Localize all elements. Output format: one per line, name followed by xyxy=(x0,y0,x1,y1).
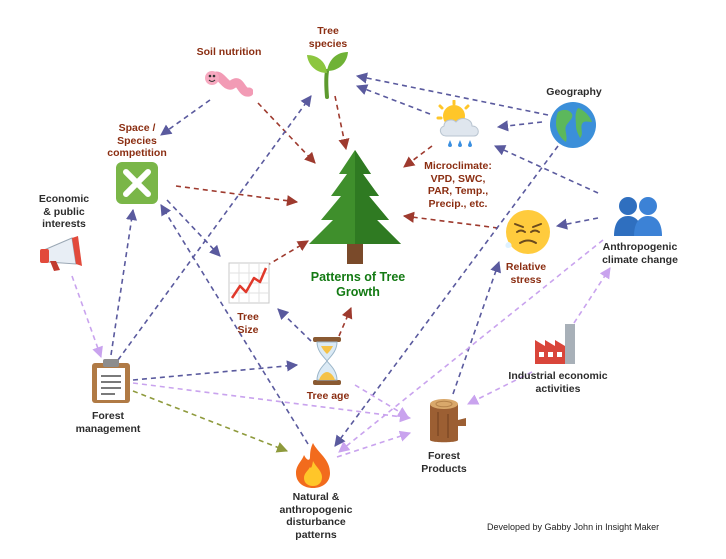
space-competition-label-line: Species xyxy=(117,134,157,147)
microclimate-label-line: Precip., etc. xyxy=(428,197,488,210)
space-competition-label-line: competition xyxy=(107,147,167,159)
clipboard-icon xyxy=(92,359,130,403)
microclimate-label: Microclimate: VPD, SWC, PAR, Temp., Prec… xyxy=(414,160,502,210)
tree-species-label-line: species xyxy=(308,37,348,50)
economic-label-line: interests xyxy=(42,218,86,230)
edge-micro-to-species xyxy=(355,84,431,115)
space-competition-label-line: Space / xyxy=(118,122,156,134)
disturbance-label-line: anthropogenic xyxy=(279,503,353,516)
economic-label-line: Economic xyxy=(38,193,90,205)
industrial-label: Industrial economic activities xyxy=(496,370,620,395)
evergreen-tree-icon xyxy=(309,150,401,264)
anxious-face-icon xyxy=(505,210,550,254)
edge-size-to-growth xyxy=(265,240,309,267)
tree-growth-label-line: Patterns of Tree xyxy=(310,270,406,284)
tree-size-label-line: Size xyxy=(237,323,259,336)
edge-species-to-growth xyxy=(334,95,350,151)
tree-growth-label: Patterns of Tree Growth xyxy=(288,270,428,300)
tree-size-label: Tree Size xyxy=(220,311,276,336)
edge-soil-to-competition xyxy=(160,99,211,136)
disturbance-label-line: Natural & xyxy=(292,491,340,503)
tree-growth-label-line: Growth xyxy=(336,285,380,299)
tree-size-label-line: Tree xyxy=(237,311,259,323)
fire-icon xyxy=(296,443,330,488)
edge-products-to-stress xyxy=(452,260,501,395)
edge-geo-to-micro xyxy=(496,120,543,132)
edge-anthro-to-disturbance xyxy=(338,239,604,453)
globe-icon xyxy=(550,102,596,148)
soil-nutrition-label-line: Soil nutrition xyxy=(196,46,262,58)
tree-species-label-line: Tree xyxy=(317,25,339,37)
relative-stress-label-line: stress xyxy=(510,273,542,286)
edge-age-to-growth xyxy=(338,306,353,337)
disturbance-label-line: patterns xyxy=(295,528,337,541)
people-icon xyxy=(614,197,662,236)
forest-products-label: Forest Products xyxy=(408,450,480,475)
industrial-label-line: Industrial economic xyxy=(508,370,608,382)
industrial-label-line: activities xyxy=(535,382,581,395)
credit-text: Developed by Gabby John in Insight Maker xyxy=(487,522,660,532)
relative-stress-label-line: Relative xyxy=(505,261,547,273)
edge-age-to-products xyxy=(354,384,409,418)
cross-box-icon xyxy=(116,162,158,204)
edge-industrial-to-products xyxy=(466,371,533,405)
economic-label-line: & public xyxy=(43,205,85,218)
soil-nutrition-label: Soil nutrition xyxy=(180,46,278,59)
sun-cloud-rain-icon xyxy=(436,100,479,147)
edge-management-to-disturbance xyxy=(132,390,289,453)
worm-icon xyxy=(205,71,253,97)
edge-economic-to-management xyxy=(71,275,103,359)
tree-species-label: Tree species xyxy=(296,25,360,50)
chart-increasing-icon xyxy=(228,262,270,304)
relative-stress-label: Relative stress xyxy=(494,261,558,286)
geography-label-line: Geography xyxy=(546,86,602,98)
edge-age-to-size xyxy=(277,308,312,342)
forest-management-label-line: management xyxy=(75,422,141,435)
log-icon xyxy=(430,399,466,443)
edge-competition-to-growth xyxy=(175,185,299,207)
edge-disturbance-to-products xyxy=(336,430,412,458)
disturbance-label: Natural & anthropogenic disturbance patt… xyxy=(262,491,370,541)
forest-management-label: Forest management xyxy=(62,410,154,435)
tree-age-label: Tree age xyxy=(293,390,363,403)
edge-anthro-to-stress xyxy=(555,217,599,230)
edge-industrial-to-anthro xyxy=(573,267,611,324)
megaphone-icon xyxy=(40,236,82,271)
edge-micro-to-growth xyxy=(403,145,433,168)
forest-products-label-line: Products xyxy=(421,462,467,475)
edge-anthro-to-micro xyxy=(493,145,599,194)
forest-products-label-line: Forest xyxy=(427,450,461,462)
disturbance-label-line: disturbance xyxy=(286,516,346,528)
edge-management-to-products xyxy=(132,382,412,423)
space-competition-label: Space / Species competition xyxy=(94,122,180,160)
hourglass-icon xyxy=(313,337,341,385)
edge-management-to-competition xyxy=(110,208,138,356)
anthropogenic-cc-label: Anthropogenic climate change xyxy=(588,241,692,266)
forest-management-label-line: Forest xyxy=(91,410,125,422)
microclimate-label-line: PAR, Temp., xyxy=(427,185,489,197)
edge-competition-to-size xyxy=(166,199,221,257)
edge-soil-to-growth xyxy=(257,102,316,164)
tree-age-label-line: Tree age xyxy=(306,390,350,402)
geography-label: Geography xyxy=(532,86,616,99)
edge-management-to-species xyxy=(117,95,312,361)
edge-disturbance-to-competition xyxy=(160,204,309,445)
microclimate-label-line: VPD, SWC, xyxy=(430,172,486,185)
edge-geo-to-species xyxy=(355,72,549,116)
edge-stress-to-growth xyxy=(402,211,499,229)
microclimate-label-line: Microclimate: xyxy=(424,160,492,172)
anthropogenic-cc-label-line: Anthropogenic xyxy=(602,241,678,253)
factory-icon xyxy=(535,324,575,364)
seedling-icon xyxy=(307,52,348,99)
edge-management-to-age xyxy=(132,360,299,381)
economic-label: Economic & public interests xyxy=(28,193,100,231)
anthropogenic-cc-label-line: climate change xyxy=(602,253,678,266)
